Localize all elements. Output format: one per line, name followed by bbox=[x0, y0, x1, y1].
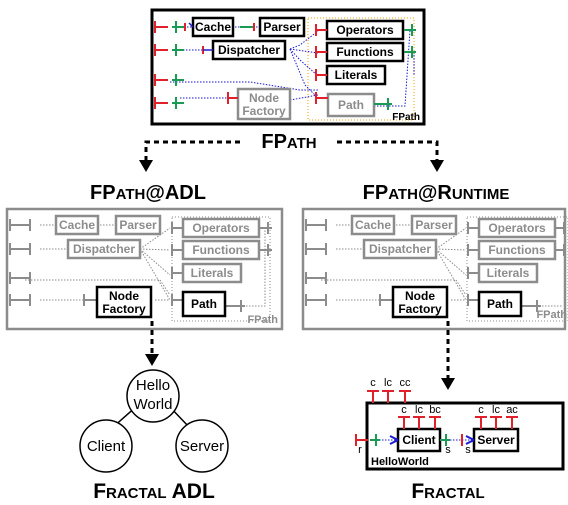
adl-node-factory-label-1: Node bbox=[109, 289, 139, 303]
runtime-parser-label: Parser bbox=[415, 218, 453, 232]
adl-dispatcher-box bbox=[66, 238, 142, 260]
outer-itf-lc: lc bbox=[384, 377, 392, 389]
top-node-factory-label-2: Factory bbox=[242, 104, 286, 118]
top-literals-label: Literals bbox=[335, 68, 378, 82]
adl-container-label: FPath bbox=[247, 314, 278, 326]
top-dispatcher-label: Dispatcher bbox=[218, 43, 280, 57]
top-orange-frame bbox=[307, 17, 415, 121]
adl-operators-label: Operators bbox=[192, 221, 250, 235]
runtime-operators-label: Operators bbox=[488, 221, 546, 235]
top-fpath-component: Cache Parser Dispatcher Operators Functi… bbox=[150, 8, 426, 126]
adl-path-label: Path bbox=[191, 297, 217, 311]
top-parser-label: Parser bbox=[263, 20, 301, 34]
tree-server-node bbox=[175, 419, 229, 473]
runtime-caption: FRACTAL bbox=[411, 480, 484, 503]
port-s-right-label: s bbox=[465, 444, 471, 456]
server-itf-ports bbox=[475, 416, 518, 429]
adl-tree: Hello World Client Server bbox=[79, 369, 229, 473]
outer-itf-ports bbox=[367, 390, 411, 403]
adl-parser-label: Parser bbox=[119, 218, 157, 232]
adl-parser-box bbox=[114, 214, 162, 236]
runtime-left-ports bbox=[305, 219, 327, 306]
adl-cache-label: Cache bbox=[59, 218, 95, 232]
adl-literals-label: Literals bbox=[191, 266, 234, 280]
client-itf-ports bbox=[398, 416, 441, 429]
arrow-to-adl bbox=[139, 160, 153, 172]
tree-root-label-1: Hello bbox=[136, 377, 170, 394]
runtime-dispatcher-label: Dispatcher bbox=[369, 242, 431, 256]
helloworld-label: HelloWorld bbox=[371, 456, 429, 468]
fractal-side-ports bbox=[355, 434, 475, 446]
top-node-factory-label-1: Node bbox=[249, 91, 279, 105]
runtime-fpath-component: Cache Parser Dispatcher Operators Functi… bbox=[301, 207, 568, 331]
client-itf-c: c bbox=[401, 404, 407, 416]
runtime-literals-label: Literals bbox=[487, 266, 530, 280]
adl-node-factory-box bbox=[95, 285, 153, 319]
server-itf-ac: ac bbox=[506, 404, 518, 416]
arrow-to-runtime bbox=[430, 160, 444, 172]
port-s-mid-label: s bbox=[445, 444, 451, 456]
adl-left-ports bbox=[9, 219, 31, 306]
runtime-path-box bbox=[477, 290, 523, 318]
adl-to-tree-arrow bbox=[145, 354, 159, 366]
tree-server-label: Server bbox=[180, 438, 224, 455]
client-itf-bc: bc bbox=[429, 404, 441, 416]
runtime-container-label: FPath bbox=[536, 309, 567, 321]
client-label: Client bbox=[402, 433, 435, 447]
top-container-label: FPath bbox=[392, 112, 420, 123]
adl-path-box bbox=[181, 290, 227, 318]
tree-client-node bbox=[79, 419, 133, 473]
top-cache-label: Cache bbox=[195, 20, 231, 34]
adl-cache-box bbox=[54, 214, 100, 236]
outer-itf-c: c bbox=[370, 377, 376, 389]
fractal-composite: HelloWorld c lc cc Client c lc bc Server bbox=[355, 377, 565, 471]
top-operators-label: Operators bbox=[336, 23, 394, 37]
runtime-node-factory-label-2: Factory bbox=[398, 302, 442, 316]
client-itf-lc: lc bbox=[415, 404, 423, 416]
runtime-cache-box bbox=[350, 214, 396, 236]
runtime-node-factory-label-1: Node bbox=[405, 289, 435, 303]
outer-itf-cc: cc bbox=[400, 377, 412, 389]
runtime-functions-label: Functions bbox=[488, 243, 546, 257]
top-node-factory-box bbox=[236, 87, 292, 121]
adl-caption: FRACTAL ADL bbox=[93, 480, 215, 503]
runtime-node-factory-box bbox=[391, 285, 449, 319]
adl-dispatcher-label: Dispatcher bbox=[73, 242, 135, 256]
top-path-label: Path bbox=[338, 98, 364, 112]
adl-functions-label: Functions bbox=[192, 243, 250, 257]
top-left-ports bbox=[154, 21, 184, 109]
top-caption: FPATH bbox=[261, 131, 316, 153]
adl-fpath-component: Cache Parser Dispatcher Operators Functi… bbox=[5, 207, 284, 331]
runtime-dispatcher-box bbox=[362, 238, 438, 260]
top-parser-box bbox=[258, 16, 306, 38]
top-split-arrows bbox=[144, 140, 439, 160]
server-itf-c: c bbox=[478, 404, 484, 416]
tree-root-label-2: World bbox=[134, 396, 173, 413]
port-r-label: r bbox=[358, 444, 362, 456]
tree-root-node bbox=[126, 369, 180, 423]
runtime-title: FPATH@RUNTIME bbox=[363, 182, 510, 204]
server-itf-lc: lc bbox=[492, 404, 500, 416]
tree-client-label: Client bbox=[87, 438, 126, 455]
adl-node-factory-label-2: Factory bbox=[102, 302, 146, 316]
runtime-to-fractal-arrow bbox=[441, 378, 455, 390]
adl-right-ports bbox=[83, 222, 272, 312]
runtime-parser-box bbox=[410, 214, 458, 236]
runtime-path-label: Path bbox=[487, 297, 513, 311]
adl-title: FPATH@ADL bbox=[90, 182, 206, 204]
top-functions-label: Functions bbox=[336, 45, 394, 59]
runtime-right-ports bbox=[379, 222, 566, 312]
adl-bindings bbox=[25, 224, 266, 307]
server-label: Server bbox=[477, 433, 515, 447]
runtime-cache-label: Cache bbox=[355, 218, 391, 232]
